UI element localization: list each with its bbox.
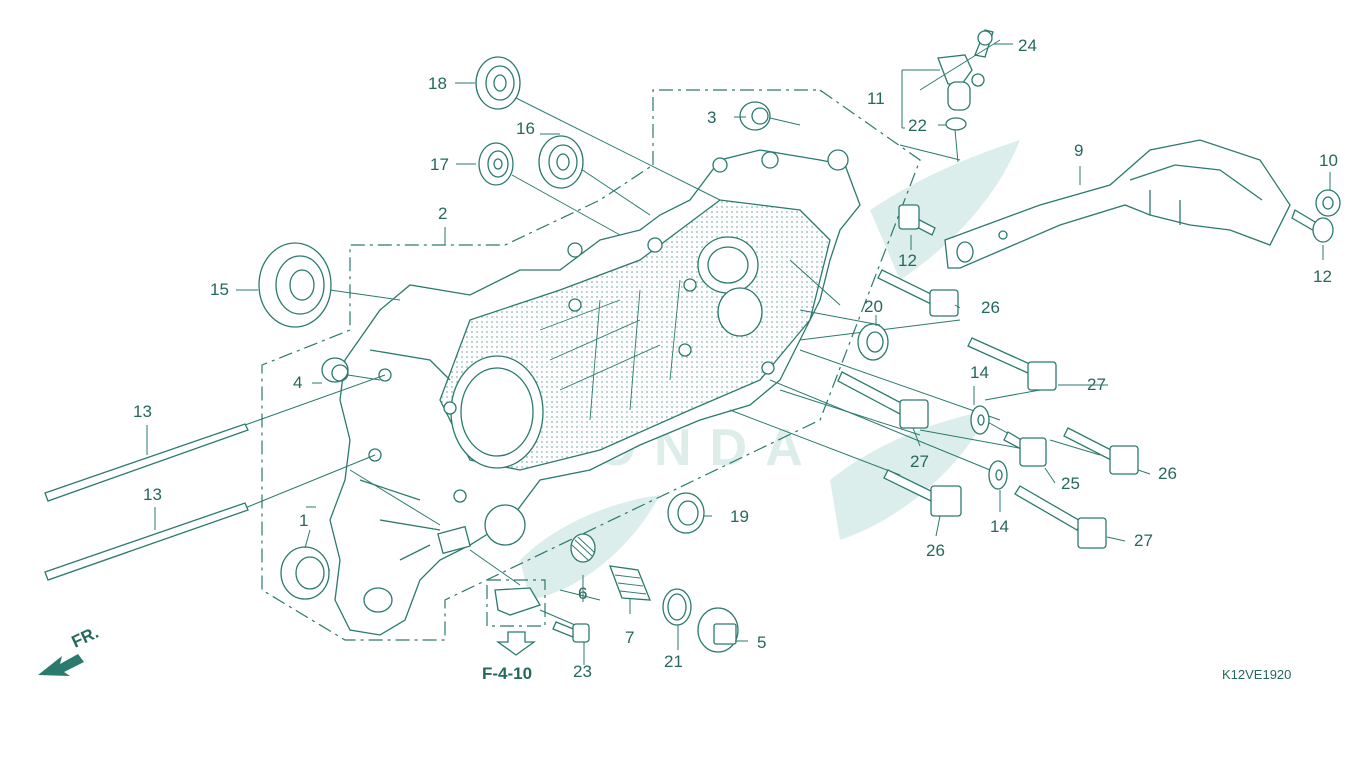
callout-19: 19 [730, 507, 749, 526]
callout-13b: 13 [143, 485, 162, 504]
bolt-26a [877, 269, 959, 317]
callout-10: 10 [1319, 151, 1338, 170]
bolt-23 [552, 621, 590, 643]
bolt-12a [898, 204, 936, 236]
callout-4: 4 [293, 373, 302, 392]
bearing-18 [475, 56, 521, 110]
callout-3: 3 [707, 108, 716, 127]
callout-27c: 27 [1134, 531, 1153, 550]
callout-21: 21 [664, 652, 683, 671]
air-guide-cover-9 [944, 139, 1291, 269]
seal-19 [667, 492, 705, 534]
bolt-12b [1291, 209, 1334, 243]
stud-13b [44, 502, 249, 581]
bearing-16 [538, 135, 584, 189]
callout-27b: 27 [910, 452, 929, 471]
bearing-1 [280, 546, 330, 600]
callout-12a: 12 [898, 251, 917, 270]
bolt-25 [1003, 431, 1047, 467]
dowel-3 [739, 101, 771, 131]
bearing-15 [258, 242, 332, 328]
reference-part [486, 579, 546, 656]
seal-20 [857, 323, 889, 361]
callout-1: 1 [299, 511, 308, 530]
callout-24: 24 [1018, 36, 1037, 55]
callout-25: 25 [1061, 474, 1080, 493]
callout-12b: 12 [1313, 267, 1332, 286]
callout-ticks [146, 43, 1331, 665]
grommet-10 [1315, 189, 1341, 217]
bolt-27b [837, 371, 929, 429]
direction-label: FR. [69, 623, 102, 652]
callout-16: 16 [516, 119, 535, 138]
assembly-outline [261, 89, 921, 641]
callout-22: 22 [908, 116, 927, 135]
callout-7: 7 [625, 628, 634, 647]
front-direction-arrow: FR. [38, 623, 102, 676]
callout-17: 17 [430, 155, 449, 174]
callout-26b: 26 [1158, 464, 1177, 483]
callout-9: 9 [1074, 141, 1083, 160]
bolt-26c [883, 469, 962, 517]
bearing-17 [478, 142, 514, 186]
reference-label: F-4-10 [482, 664, 532, 683]
washer-14a [970, 405, 990, 435]
bracket-line-11 [901, 39, 1001, 163]
callout-26c: 26 [926, 541, 945, 560]
dowel-4 [321, 357, 349, 383]
sensor-11 [937, 29, 994, 131]
callout-11: 11 [867, 89, 885, 108]
callout-23: 23 [573, 662, 592, 681]
stud-13a [44, 423, 249, 502]
callout-14a: 14 [970, 363, 989, 382]
strainer-screen-6 [570, 533, 596, 563]
callout-20: 20 [864, 297, 883, 316]
callout-14b: 14 [990, 517, 1009, 536]
bolt-27c [1014, 485, 1107, 549]
callout-18: 18 [428, 74, 447, 93]
bolt-27a [967, 337, 1057, 391]
spring-7 [609, 565, 651, 601]
callout-13a: 13 [133, 402, 152, 421]
plug-5 [697, 607, 739, 653]
callout-26a: 26 [981, 298, 1000, 317]
callout-labels: 1 2 3 4 5 6 7 9 10 11 12 12 13 13 14 14 … [133, 36, 1338, 681]
washer-14b [988, 460, 1008, 490]
o-ring-21 [662, 588, 692, 626]
bolt-26b [1063, 427, 1139, 475]
callout-5: 5 [757, 633, 766, 652]
callout-2: 2 [438, 204, 447, 223]
callout-15: 15 [210, 280, 229, 299]
crankcase [329, 149, 861, 636]
drawing-code: K12VE1920 [1222, 667, 1291, 682]
